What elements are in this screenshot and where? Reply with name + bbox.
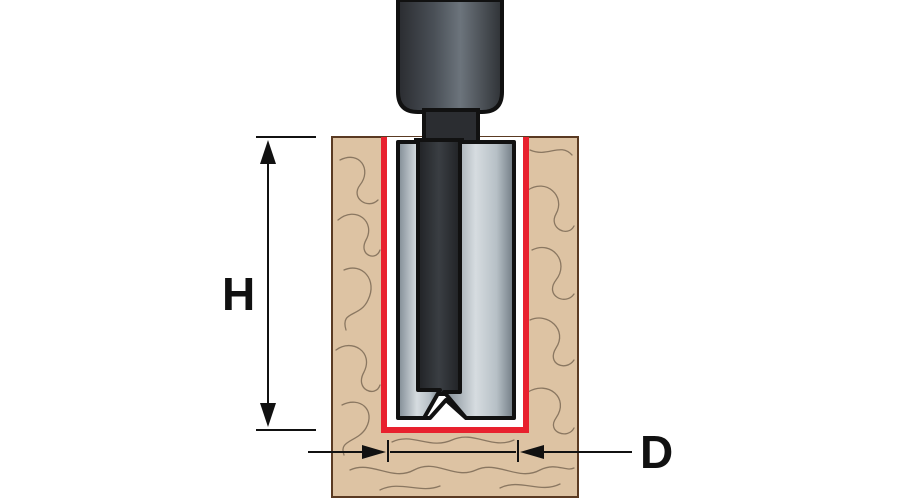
bit-tip xyxy=(398,398,514,420)
height-dimension xyxy=(256,136,316,431)
bit-neck xyxy=(422,108,480,144)
bit-shank xyxy=(396,0,504,114)
diameter-arrow-left xyxy=(362,445,386,459)
diameter-dimension xyxy=(308,440,632,462)
height-label: H xyxy=(222,268,255,320)
height-arrow-top xyxy=(260,140,276,164)
wood-grain xyxy=(335,149,575,491)
cut-groove-outline xyxy=(381,137,529,433)
diameter-arrow-right xyxy=(520,445,544,459)
diameter-label: D xyxy=(640,426,673,478)
bit-core xyxy=(414,138,464,396)
router-bit xyxy=(396,0,516,420)
height-arrow-bottom xyxy=(260,403,276,427)
